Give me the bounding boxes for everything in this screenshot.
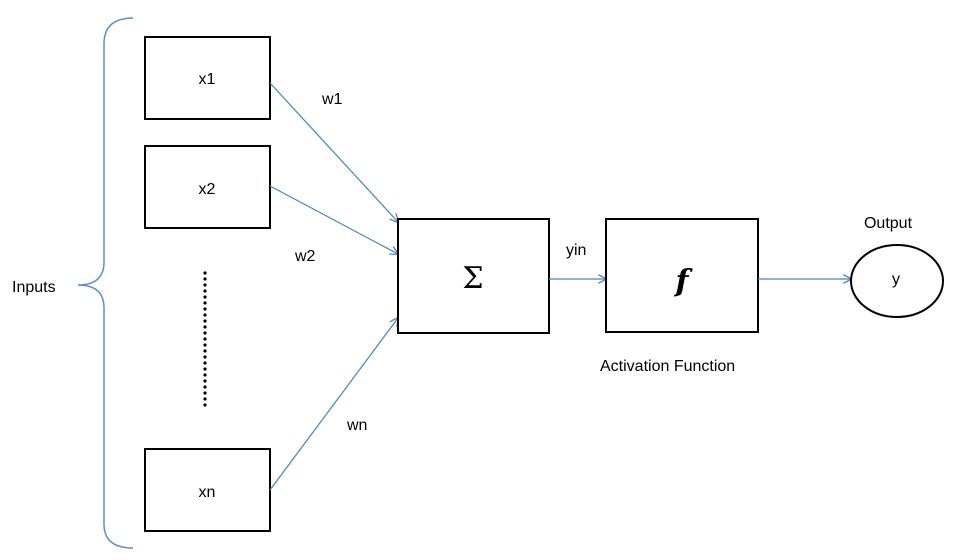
ellipsis-dot — [203, 319, 207, 323]
edge-x1-to-sum — [269, 82, 398, 222]
output-node: y — [850, 244, 944, 318]
ellipsis-dot — [203, 337, 207, 341]
edge-xn-to-sum — [269, 318, 398, 491]
ellipsis-dot — [203, 277, 207, 281]
inputs-brace — [77, 17, 134, 549]
ellipsis-dot — [203, 397, 207, 401]
ellipsis-dot — [203, 325, 207, 329]
ellipsis-dot — [203, 307, 207, 311]
input-node-x1: x1 — [144, 36, 271, 120]
output-caption: Output — [864, 215, 913, 232]
ellipsis-dot — [203, 403, 207, 407]
ellipsis-dot — [203, 355, 207, 359]
ellipsis-dot — [203, 271, 207, 275]
ellipsis-dot — [203, 313, 207, 317]
input-label-x2: x2 — [199, 181, 216, 198]
ellipsis-dot — [203, 301, 207, 305]
weight-label-wn: wn — [346, 417, 367, 434]
weight-label-w2: w2 — [294, 248, 316, 265]
ellipsis-dot — [203, 385, 207, 389]
ellipsis-dot — [203, 367, 207, 371]
input-node-x2: x2 — [144, 145, 271, 229]
activation-node: f — [605, 218, 759, 333]
weight-label-w1: w1 — [321, 91, 343, 108]
edge-x2-to-sum — [269, 185, 398, 254]
ellipsis-dot — [203, 349, 207, 353]
output-label: y — [892, 271, 900, 288]
ellipsis-dot — [203, 343, 207, 347]
ellipsis-dot — [203, 373, 207, 377]
ellipsis-dot — [203, 331, 207, 335]
ellipsis-dot — [203, 295, 207, 299]
net-input-label: yin — [566, 242, 586, 259]
activation-caption: Activation Function — [600, 358, 735, 375]
input-label-xn: xn — [199, 484, 216, 501]
ellipsis-dot — [203, 391, 207, 395]
input-label-x1: x1 — [199, 71, 216, 88]
ellipsis-dot — [203, 289, 207, 293]
ellipsis-dot — [203, 361, 207, 365]
vertical-ellipsis — [203, 271, 207, 407]
inputs-label: Inputs — [12, 279, 56, 296]
summation-symbol: Σ — [462, 261, 483, 296]
ellipsis-dot — [203, 283, 207, 287]
ellipsis-dot — [203, 379, 207, 383]
summation-node: Σ — [397, 218, 550, 334]
input-node-xn: xn — [144, 448, 271, 532]
